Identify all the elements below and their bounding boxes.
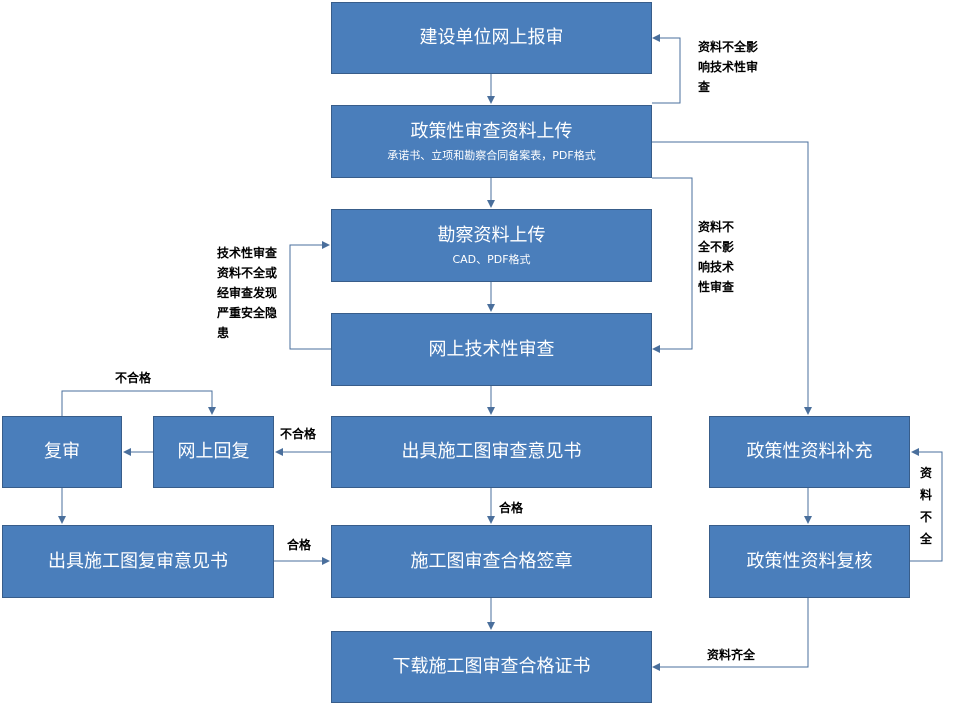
label-line: 技术性审查 [217,246,278,260]
online-submission-box: 建设单位网上报审 [331,2,652,74]
label-line: 严重安全隐 [217,306,278,320]
label-qualified-center: 合格 [499,501,524,515]
label-qualified-left: 合格 [287,538,312,552]
label-line: 全不影 [698,240,735,254]
label-line: 不 [920,510,933,524]
label-line: 患 [217,326,230,340]
label-docs-incomplete-no-impact-2: 资料不 全不影 响技术 性审查 [698,217,734,297]
policy-docs-upload-box: 政策性审查资料上传 承诺书、立项和勘察合同备案表，PDF格式 [331,105,652,178]
re-review-box: 复审 [2,416,122,488]
edge-b2-b4 [652,177,693,353]
online-technical-review-title: 网上技术性审查 [428,338,555,360]
online-technical-review-box: 网上技术性审查 [331,313,652,386]
re-review-title: 复审 [44,441,80,462]
re-review-opinion-title: 出具施工图复审意见书 [48,550,228,572]
download-certificate-box: 下载施工图审查合格证书 [331,631,652,703]
online-reply-box: 网上回复 [153,416,274,488]
online-reply-title: 网上回复 [177,441,250,462]
qualified-seal-box: 施工图审查合格签章 [331,525,652,598]
review-opinion-title: 出具施工图审查意见书 [401,441,582,462]
label-line: 资料不全影 [698,40,759,54]
re-review-opinion-box: 出具施工图复审意见书 [2,525,274,598]
label-docs-complete: 资料齐全 [707,648,756,662]
qualified-seal-title: 施工图审查合格签章 [410,550,573,572]
survey-docs-upload-subtitle: CAD、PDF格式 [452,252,531,266]
label-line: 查 [698,80,711,94]
label-line: 资料不全或 [217,266,278,280]
edge-b2-b11 [652,141,812,415]
label-line: 响技术 [698,260,735,274]
survey-docs-upload-title: 勘察资料上传 [437,224,546,246]
policy-docs-upload-subtitle: 承诺书、立项和勘察合同备案表，PDF格式 [387,148,596,162]
label-tech-review-issue: 技术性审查 资料不全或 经审查发现 严重安全隐 患 [217,243,277,343]
label-line: 性审查 [698,280,735,294]
edge-b9-b8-loop [61,390,216,416]
online-submission-title: 建设单位网上报审 [419,27,564,48]
survey-docs-upload-box: 勘察资料上传 CAD、PDF格式 [331,209,652,282]
label-unqualified-top: 不合格 [115,371,152,385]
label-line: 资 [920,466,933,480]
download-certificate-title: 下载施工图审查合格证书 [392,656,591,677]
policy-supplement-title: 政策性资料补充 [746,441,873,462]
review-opinion-box: 出具施工图审查意见书 [331,416,652,488]
edge-b4-b3-loop [289,241,331,350]
policy-recheck-title: 政策性资料复核 [746,550,873,572]
label-docs-incomplete-no-impact-1: 资料不全影 响技术性审 查 [698,37,758,97]
policy-docs-upload-title: 政策性审查资料上传 [410,120,573,142]
label-line: 经审查发现 [217,286,278,300]
policy-supplement-box: 政策性资料补充 [709,416,910,488]
label-line: 资料不 [698,220,735,234]
edge-b12-b11-loop [910,448,943,562]
label-line: 料 [920,488,933,502]
policy-recheck-box: 政策性资料复核 [709,525,910,598]
label-unqualified-right: 不合格 [280,427,317,441]
label-line: 响技术性审 [698,60,759,74]
edge-b2-b1-loop [652,34,681,104]
label-docs-incomplete-vertical: 资 料 不 全 [920,462,932,550]
label-line: 全 [920,532,933,546]
edge-b12-b7 [652,598,809,671]
